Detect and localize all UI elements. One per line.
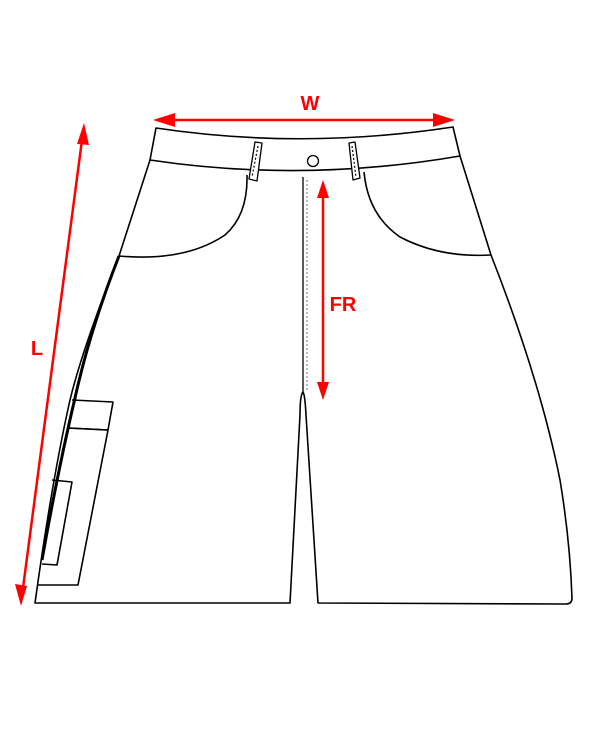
measurement-waist: W <box>153 93 455 127</box>
arrowhead-up-icon <box>77 123 89 145</box>
measurement-length: L <box>15 123 89 606</box>
arrowhead-down-icon <box>15 584 27 606</box>
pocket-left <box>118 174 248 258</box>
arrowhead-down-icon <box>317 382 329 400</box>
belt-loop-left <box>248 141 263 182</box>
shorts-outline <box>34 126 573 605</box>
left-side-seam <box>40 255 121 561</box>
arrowhead-up-icon <box>317 180 329 198</box>
right-leg <box>302 155 573 605</box>
pocket-right <box>363 171 492 257</box>
arrowhead-right-icon <box>433 113 455 127</box>
button-icon <box>306 154 320 168</box>
measurement-front-rise: FR <box>317 180 357 400</box>
cargo-pocket-flap-inner <box>41 479 73 566</box>
cargo-pocket <box>38 399 114 586</box>
arrowhead-left-icon <box>153 113 175 127</box>
front-rise-label: FR <box>330 294 357 316</box>
waistband <box>149 126 461 172</box>
left-leg <box>34 159 304 604</box>
belt-loop-right <box>348 141 361 181</box>
waist-label: W <box>301 93 320 115</box>
length-label: L <box>31 338 43 360</box>
